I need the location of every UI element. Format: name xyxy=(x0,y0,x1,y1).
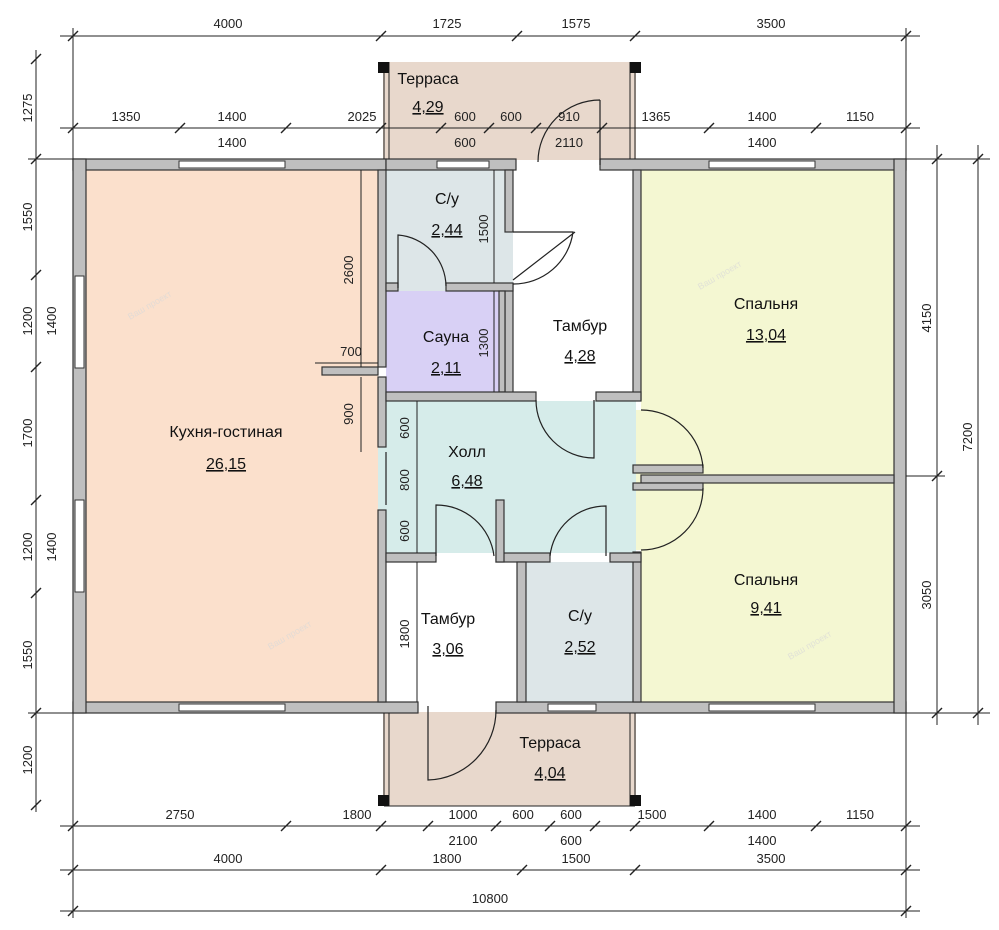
dim-right1-0: 4150 xyxy=(919,304,934,333)
dim-left1-6: 1200 xyxy=(20,746,35,775)
dim-bottom1-0: 2750 xyxy=(166,807,195,822)
room-name-bedroom-top: Спальня xyxy=(734,296,798,313)
dimension-texts: 4000 1725 1575 3500 1350 1400 2025 600 6… xyxy=(20,16,975,906)
terrace-posts xyxy=(378,62,641,807)
room-name-kitchen: Кухня-гостиная xyxy=(169,424,282,441)
room-name-wc-bottom: С/у xyxy=(568,608,592,625)
room-area-bedroom-bottom: 9,41 xyxy=(750,600,781,617)
room-area-kitchen: 26,15 xyxy=(206,456,246,473)
dim-bottom2-2: 1400 xyxy=(748,833,777,848)
room-name-hall: Холл xyxy=(448,444,486,461)
room-name-tambur-top: Тамбур xyxy=(553,318,607,335)
dim-bottom1-5: 1500 xyxy=(638,807,667,822)
dim-bottom1-3: 600 xyxy=(512,807,534,822)
room-fill-hall xyxy=(378,401,636,553)
room-fill-bedroom-top xyxy=(641,170,894,475)
dim-top2-0: 1350 xyxy=(112,109,141,124)
room-fill-terrace-top xyxy=(383,62,636,160)
windows xyxy=(74,160,816,712)
interior-dim-lines xyxy=(315,170,495,702)
dim-top3-2: 2110 xyxy=(555,135,583,150)
dim-interior-8: 1800 xyxy=(397,620,412,649)
dim-top1-2: 1575 xyxy=(562,16,591,31)
room-fill-wc-top xyxy=(386,170,513,291)
dim-top2-6: 1365 xyxy=(642,109,671,124)
dim-bottom2-1: 600 xyxy=(560,833,582,848)
dim-top3-1: 600 xyxy=(454,135,476,150)
dimension-lines xyxy=(28,28,990,918)
dim-top2-7: 1400 xyxy=(748,109,777,124)
room-area-hall: 6,48 xyxy=(451,473,482,490)
dim-bottom3-3: 3500 xyxy=(757,851,786,866)
dim-bottom2-0: 2100 xyxy=(449,833,478,848)
room-labels: Терраса 4,29 Кухня-гостиная 26,15 С/у 2,… xyxy=(169,71,798,782)
room-fill-kitchen xyxy=(86,170,378,702)
room-fill-hall-door-zone xyxy=(636,410,644,550)
dim-left1-1: 1550 xyxy=(20,203,35,232)
room-name-terrace-top: Терраса xyxy=(397,71,458,88)
dim-top2-1: 1400 xyxy=(218,109,247,124)
room-fill-bedroom-bottom xyxy=(641,483,894,702)
dim-left1-0: 1275 xyxy=(20,94,35,123)
dim-left1-2: 1200 xyxy=(20,307,35,336)
room-fill-sauna xyxy=(386,291,499,392)
dim-interior-0: 2600 xyxy=(341,256,356,285)
dim-top1-1: 1725 xyxy=(433,16,462,31)
dim-left2-1: 1400 xyxy=(44,533,59,562)
dim-top2-8: 1150 xyxy=(846,109,874,124)
dim-top2-2: 2025 xyxy=(348,109,377,124)
dim-interior-3: 1500 xyxy=(476,215,491,244)
room-name-terrace-bottom: Терраса xyxy=(519,735,580,752)
dim-right-total: 7200 xyxy=(960,423,975,452)
dim-bottom1-2: 1000 xyxy=(449,807,478,822)
room-area-wc-top: 2,44 xyxy=(431,222,462,239)
room-name-wc-top: С/у xyxy=(435,191,459,208)
dim-bottom3-1: 1800 xyxy=(433,851,462,866)
dim-bottom3-0: 4000 xyxy=(214,851,243,866)
dim-total: 10800 xyxy=(472,891,508,906)
room-name-sauna: Сауна xyxy=(423,329,469,346)
dim-top2-4: 600 xyxy=(500,109,522,124)
dim-top2-5: 910 xyxy=(558,109,580,124)
room-name-tambur-bottom: Тамбур xyxy=(421,611,475,628)
room-fill-terrace-bottom xyxy=(383,712,636,806)
room-fill-tambur-bottom xyxy=(386,562,517,702)
dim-interior-7: 600 xyxy=(397,520,412,542)
dim-bottom1-4: 600 xyxy=(560,807,582,822)
dim-top1-0: 4000 xyxy=(214,16,243,31)
room-area-wc-bottom: 2,52 xyxy=(564,639,595,656)
room-area-terrace-bottom: 4,04 xyxy=(534,765,565,782)
dim-interior-2: 900 xyxy=(341,403,356,425)
room-area-tambur-top: 4,28 xyxy=(564,348,595,365)
dim-bottom1-7: 1150 xyxy=(846,807,874,822)
dim-interior-1: 700 xyxy=(340,344,362,359)
dim-top2-3: 600 xyxy=(454,109,476,124)
room-fill-wc-bottom xyxy=(526,562,633,702)
dim-top3-0: 1400 xyxy=(218,135,247,150)
dim-top3-3: 1400 xyxy=(748,135,777,150)
room-name-bedroom-bottom: Спальня xyxy=(734,572,798,589)
room-area-terrace-top: 4,29 xyxy=(412,99,443,116)
room-area-bedroom-top: 13,04 xyxy=(746,327,786,344)
dim-interior-5: 600 xyxy=(397,417,412,439)
door-swings xyxy=(385,99,704,781)
dim-bottom3-2: 1500 xyxy=(562,851,591,866)
dim-right1-1: 3050 xyxy=(919,581,934,610)
dim-bottom1-6: 1400 xyxy=(748,807,777,822)
dim-left1-3: 1700 xyxy=(20,419,35,448)
room-area-tambur-bottom: 3,06 xyxy=(432,641,463,658)
dim-interior-4: 1300 xyxy=(476,329,491,358)
room-area-sauna: 2,11 xyxy=(431,360,461,377)
dim-left2-0: 1400 xyxy=(44,307,59,336)
dim-left1-5: 1550 xyxy=(20,641,35,670)
inner-walls xyxy=(321,169,895,703)
dimension-ticks xyxy=(30,30,984,917)
dim-bottom1-1: 1800 xyxy=(343,807,372,822)
dim-left1-4: 1200 xyxy=(20,533,35,562)
dim-top1-3: 3500 xyxy=(757,16,786,31)
dim-interior-6: 800 xyxy=(397,469,412,491)
